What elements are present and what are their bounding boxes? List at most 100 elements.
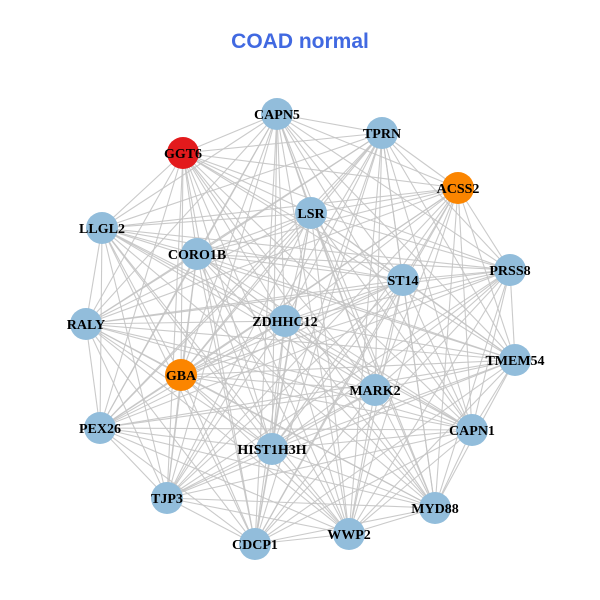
edge-PRSS8-PEX26 <box>99 269 511 429</box>
edge-HIST1H3H-MYD88 <box>271 448 436 509</box>
edge-PRSS8-TJP3 <box>166 269 511 499</box>
node-label-MARK2: MARK2 <box>349 384 400 399</box>
edge-LLGL2-GBA <box>101 227 182 376</box>
edge-GGT6-PRSS8 <box>182 152 511 271</box>
node-label-MYD88: MYD88 <box>411 502 458 517</box>
edge-ST14-TJP3 <box>166 279 404 499</box>
edge-TJP3-MYD88 <box>166 497 436 509</box>
edge-CORO1B-MYD88 <box>196 253 436 509</box>
edge-ST14-CDCP1 <box>254 279 404 545</box>
edge-ST14-PEX26 <box>99 279 404 429</box>
edge-CAPN5-TJP3 <box>166 113 278 499</box>
edge-ACSS2-PRSS8 <box>457 187 511 271</box>
edge-RALY-CDCP1 <box>85 323 256 545</box>
edge-LSR-LLGL2 <box>101 212 312 229</box>
edge-CAPN1-HIST1H3H <box>271 429 473 450</box>
edge-ZDHHC12-TMEM54 <box>284 320 516 361</box>
edge-GGT6-TMEM54 <box>182 152 516 361</box>
node-label-ST14: ST14 <box>387 274 418 289</box>
edge-MARK2-HIST1H3H <box>271 389 376 450</box>
chart-title: COAD normal <box>231 30 369 53</box>
node-circle-LSR <box>295 197 327 229</box>
edge-PEX26-TJP3 <box>99 427 168 499</box>
node-label-RALY: RALY <box>67 318 105 333</box>
edge-RALY-MARK2 <box>85 323 376 391</box>
node-label-HIST1H3H: HIST1H3H <box>237 443 306 458</box>
edge-ACSS2-LLGL2 <box>101 187 459 229</box>
edge-ACSS2-TMEM54 <box>457 187 516 361</box>
node-circle-LLGL2 <box>86 212 118 244</box>
node-label-GGT6: GGT6 <box>164 147 202 162</box>
node-circle-TPRN <box>366 117 398 149</box>
edge-PRSS8-CAPN1 <box>471 269 511 431</box>
edge-ZDHHC12-CDCP1 <box>254 320 286 545</box>
edge-MARK2-PEX26 <box>99 389 376 429</box>
node-circle-HIST1H3H <box>256 433 288 465</box>
edge-LLGL2-MYD88 <box>101 227 436 509</box>
edge-GGT6-WWP2 <box>182 152 350 535</box>
edge-LLGL2-CORO1B <box>101 227 198 255</box>
edge-TMEM54-MARK2 <box>374 359 516 391</box>
edge-ZDHHC12-WWP2 <box>284 320 350 535</box>
edge-LLGL2-MARK2 <box>101 227 376 391</box>
edge-ACSS2-CORO1B <box>196 187 459 255</box>
edge-LLGL2-WWP2 <box>101 227 350 535</box>
edge-PRSS8-MARK2 <box>374 269 511 391</box>
edge-TMEM54-HIST1H3H <box>271 359 516 450</box>
node-circle-ZDHHC12 <box>269 305 301 337</box>
edge-LSR-GBA <box>180 212 312 376</box>
edge-GBA-PEX26 <box>99 374 182 429</box>
edge-CAPN5-GGT6 <box>182 113 278 154</box>
edge-LSR-PEX26 <box>99 212 312 429</box>
edge-ZDHHC12-GBA <box>180 320 286 376</box>
edge-GBA-MARK2 <box>180 374 376 391</box>
edge-CAPN1-WWP2 <box>348 429 473 535</box>
edge-ACSS2-LSR <box>310 187 459 214</box>
edge-CAPN5-MYD88 <box>276 113 436 509</box>
edge-ST14-RALY <box>85 279 404 325</box>
edge-CAPN5-ZDHHC12 <box>276 113 286 322</box>
edge-GBA-CDCP1 <box>180 374 256 545</box>
edge-CAPN5-TPRN <box>276 113 383 134</box>
edge-CAPN5-GBA <box>180 113 278 376</box>
edge-MARK2-MYD88 <box>374 389 436 509</box>
edge-LSR-CAPN1 <box>310 212 473 431</box>
edge-RALY-TMEM54 <box>85 323 516 361</box>
edge-TPRN-GGT6 <box>182 132 383 154</box>
edge-TPRN-ZDHHC12 <box>284 132 383 322</box>
edge-GBA-MYD88 <box>180 374 436 509</box>
edge-PEX26-CAPN1 <box>99 427 473 431</box>
edge-GGT6-HIST1H3H <box>182 152 273 450</box>
edge-ZDHHC12-MARK2 <box>284 320 376 391</box>
edge-TJP3-WWP2 <box>166 497 350 535</box>
edge-GGT6-MARK2 <box>182 152 376 391</box>
edge-GBA-CAPN1 <box>180 374 473 431</box>
node-circle-TMEM54 <box>499 344 531 376</box>
node-circle-TJP3 <box>151 482 183 514</box>
edge-ACSS2-WWP2 <box>348 187 459 535</box>
node-label-PEX26: PEX26 <box>79 422 121 437</box>
edge-MARK2-CAPN1 <box>374 389 473 431</box>
edge-GGT6-ACSS2 <box>182 152 459 189</box>
edge-PRSS8-ZDHHC12 <box>284 269 511 322</box>
edge-ZDHHC12-HIST1H3H <box>271 320 286 450</box>
node-circle-RALY <box>70 308 102 340</box>
node-circle-CORO1B <box>181 238 213 270</box>
edge-PEX26-MYD88 <box>99 427 436 509</box>
node-label-ACSS2: ACSS2 <box>437 182 480 197</box>
label-layer: CAPN5TPRNGGT6ACSS2LSRLLGL2CORO1BPRSS8ST1… <box>67 108 545 553</box>
edge-GGT6-LSR <box>182 152 312 214</box>
node-label-LSR: LSR <box>297 207 325 222</box>
node-label-TMEM54: TMEM54 <box>485 354 544 369</box>
node-circle-GGT6 <box>167 137 199 169</box>
edge-LSR-PRSS8 <box>310 212 511 271</box>
edge-GBA-HIST1H3H <box>180 374 273 450</box>
node-circle-MARK2 <box>359 374 391 406</box>
edge-TPRN-RALY <box>85 132 383 325</box>
edge-LLGL2-RALY <box>85 227 103 325</box>
node-circle-MYD88 <box>419 492 451 524</box>
node-circle-CDCP1 <box>239 528 271 560</box>
edge-PRSS8-HIST1H3H <box>271 269 511 450</box>
edge-CORO1B-WWP2 <box>196 253 350 535</box>
